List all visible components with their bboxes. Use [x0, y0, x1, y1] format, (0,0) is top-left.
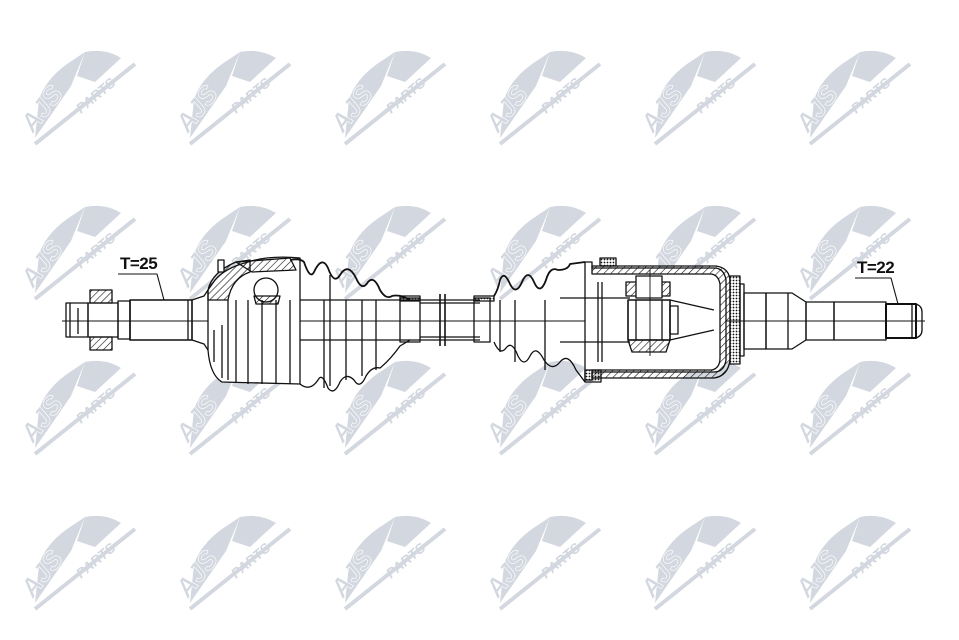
right-spline-count-label: T=22 — [857, 258, 895, 277]
shaft — [300, 294, 480, 346]
outer-cv-joint — [207, 256, 301, 385]
inner-boot — [473, 261, 586, 383]
left-spline-count-label: T=25 — [120, 254, 158, 273]
inner-stub-axle — [743, 277, 923, 350]
outer-boot — [289, 258, 421, 392]
inner-tripod-joint — [560, 257, 745, 383]
outer-stub-axle — [65, 273, 209, 351]
